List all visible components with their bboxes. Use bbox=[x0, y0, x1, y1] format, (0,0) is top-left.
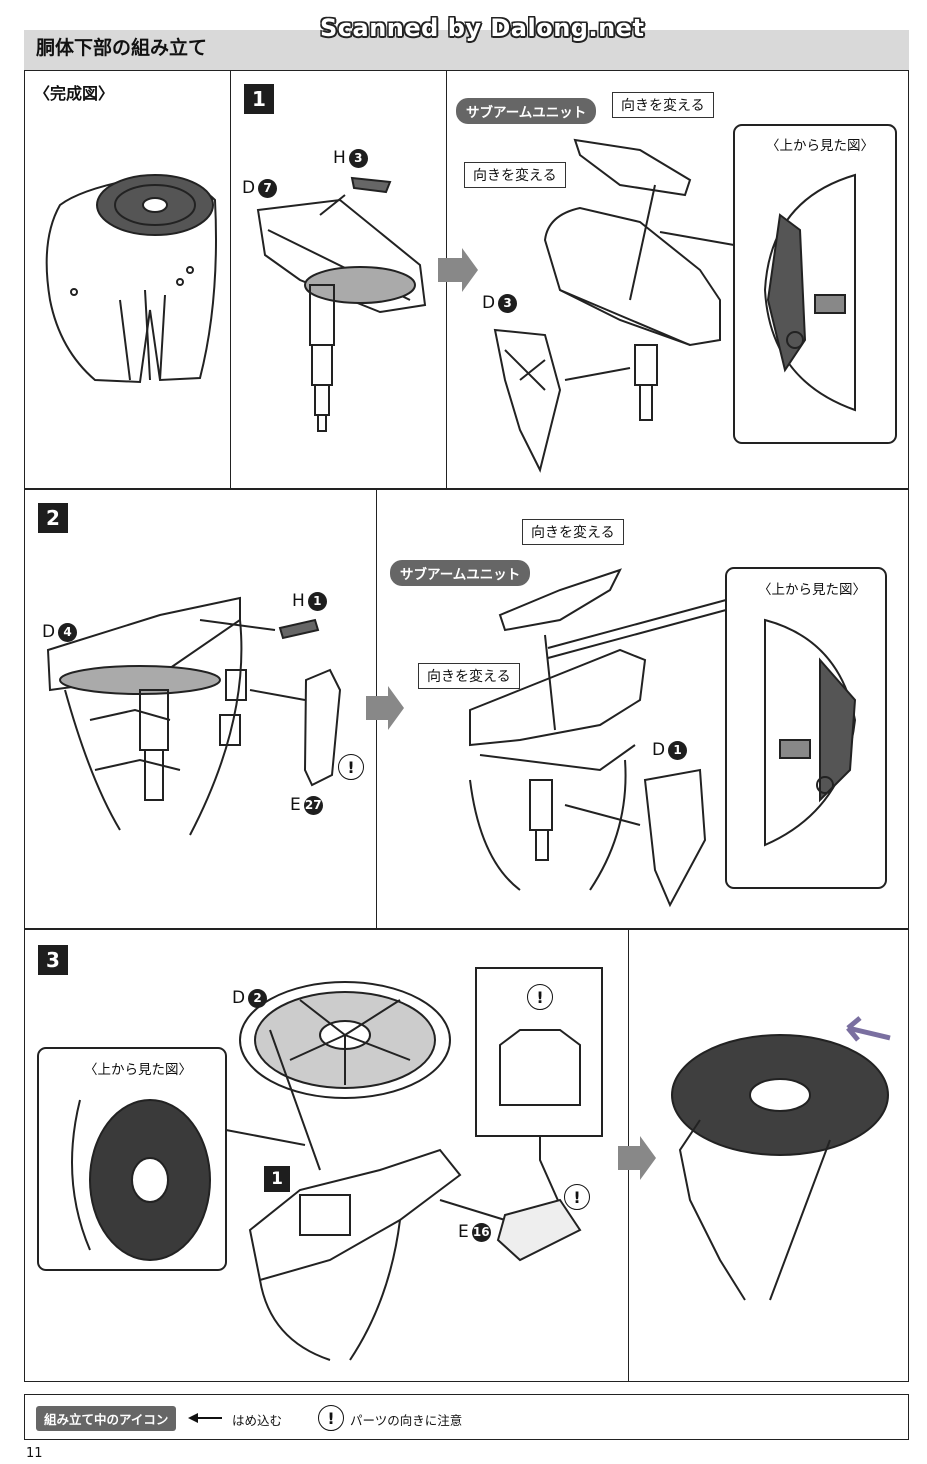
page-number: 11 bbox=[26, 1446, 43, 1461]
part-letter: D bbox=[652, 740, 666, 760]
part-number: 3 bbox=[498, 293, 518, 313]
row-3-frame bbox=[24, 928, 909, 1382]
step3-arrow bbox=[618, 1136, 656, 1180]
icon-legend bbox=[24, 1394, 909, 1440]
part-label-d4: D 4 bbox=[42, 622, 78, 642]
scan-watermark: Scanned by Dalong.net bbox=[320, 14, 645, 42]
part-label-h3: H 3 bbox=[333, 148, 368, 168]
row-1-frame bbox=[24, 70, 909, 490]
warning-icon: ! bbox=[564, 1184, 590, 1210]
completed-assembly-drawing bbox=[45, 174, 217, 384]
divider bbox=[230, 70, 231, 490]
part-number: 4 bbox=[58, 622, 78, 642]
warning-icon: ! bbox=[318, 1405, 344, 1431]
step-number: 3 bbox=[38, 945, 68, 975]
part-letter: D bbox=[232, 988, 246, 1008]
part-label-d1: D 1 bbox=[652, 740, 688, 760]
step-number: 1 bbox=[244, 84, 274, 114]
sub-arm-unit-label: サブアームユニット bbox=[390, 560, 531, 586]
part-label-d2: D 2 bbox=[232, 988, 268, 1008]
legend-insert-label: はめ込む bbox=[232, 1413, 283, 1428]
part-label-h1: H 1 bbox=[292, 591, 327, 611]
step2-top-view bbox=[547, 567, 887, 889]
part-letter: E bbox=[290, 795, 301, 815]
row-2-frame bbox=[24, 488, 909, 930]
step1-top-view bbox=[659, 124, 897, 444]
part-number: 1 bbox=[307, 591, 327, 611]
part-label-d7: D 7 bbox=[242, 178, 278, 198]
turn-label: 向きを変える bbox=[418, 663, 520, 689]
step1-arrow bbox=[438, 248, 478, 292]
top-view-label: 〈上から見た図〉 bbox=[84, 1062, 192, 1078]
part-letter: E bbox=[458, 1222, 469, 1242]
part-number: 3 bbox=[348, 148, 368, 168]
part-label-d3: D 3 bbox=[482, 293, 518, 313]
legend-title: 組み立て中のアイコン bbox=[36, 1406, 177, 1431]
part-label-e16: E 16 bbox=[458, 1222, 491, 1242]
step2-part-drawing bbox=[46, 596, 342, 836]
section-title-bar bbox=[24, 30, 909, 70]
turn-label: 向きを変える bbox=[464, 162, 566, 188]
sub-step-number: 1 bbox=[264, 1166, 290, 1192]
part-number: 27 bbox=[303, 795, 323, 815]
part-letter: D bbox=[242, 178, 256, 198]
sub-arm-unit-label: サブアームユニット bbox=[456, 98, 597, 124]
top-view-label: 〈上から見た図〉 bbox=[758, 582, 866, 598]
part-number: 7 bbox=[258, 178, 278, 198]
step3-disk-drawing bbox=[239, 981, 451, 1171]
part-letter: D bbox=[482, 293, 496, 313]
part-number: 1 bbox=[668, 740, 688, 760]
warning-icon: ! bbox=[338, 754, 364, 780]
step3-orientation-callout bbox=[475, 967, 603, 1262]
step2-assembly-drawing bbox=[469, 568, 707, 908]
legend-orientation-label: パーツの向きに注意 bbox=[350, 1413, 463, 1428]
part-letter: H bbox=[292, 591, 305, 611]
step1-part-drawing bbox=[256, 176, 427, 432]
part-number: 16 bbox=[471, 1222, 491, 1242]
part-letter: H bbox=[333, 148, 346, 168]
turn-label: 向きを変える bbox=[612, 92, 714, 118]
part-label-e27: E 27 bbox=[290, 795, 323, 815]
completed-view-label: 〈完成図〉 bbox=[34, 84, 115, 103]
section-title: 胴体下部の組み立て bbox=[36, 37, 208, 59]
warning-icon: ! bbox=[527, 984, 553, 1010]
step-number: 2 bbox=[38, 503, 68, 533]
part-number: 2 bbox=[248, 988, 268, 1008]
step3-final-drawing bbox=[671, 1016, 891, 1301]
step1-assembly-drawing bbox=[493, 138, 721, 473]
top-view-label: 〈上から見た図〉 bbox=[766, 138, 874, 154]
part-letter: D bbox=[42, 622, 56, 642]
step3-top-view bbox=[37, 1047, 306, 1271]
step2-arrow bbox=[366, 686, 404, 730]
step3-torso-drawing bbox=[248, 1148, 506, 1361]
turn-label: 向きを変える bbox=[522, 519, 624, 545]
